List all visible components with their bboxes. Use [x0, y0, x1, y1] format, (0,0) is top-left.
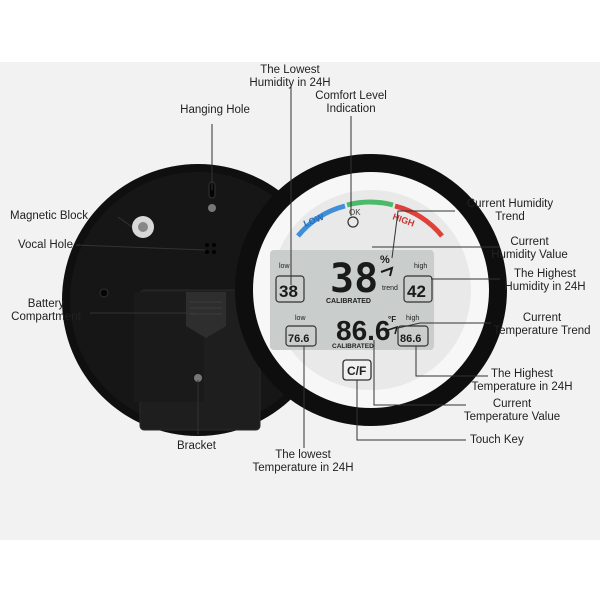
label-magnetic-block: Magnetic Block — [10, 210, 88, 222]
comfort-face-icon — [347, 216, 359, 228]
device-front: LOW OK HIGH 38 % trend CALIBRATED low 38… — [235, 154, 507, 426]
label-bracket: Bracket — [177, 440, 216, 452]
label-touch-key: Touch Key — [470, 434, 524, 446]
label-vocal-hole: Vocal Hole — [18, 239, 73, 251]
humidity-calibrated-label: CALIBRATED — [326, 298, 371, 305]
touch-key-button[interactable]: C/F — [342, 359, 372, 381]
temperature-highest-value: 86.6 — [400, 333, 421, 345]
temperature-high-label: high — [406, 315, 419, 322]
humidity-unit: % — [380, 254, 390, 266]
comfort-arc-ok — [346, 199, 394, 208]
humidity-trend-arrow-icon — [380, 266, 394, 277]
humidity-highest-value: 42 — [407, 282, 426, 301]
temperature-unit: °F — [388, 315, 396, 324]
comfort-arc-low — [296, 203, 346, 238]
current-temperature-value: 86.6 — [336, 315, 391, 346]
leader-lines — [75, 86, 500, 448]
touch-key-label: C/F — [347, 364, 366, 378]
lcd-panel — [270, 250, 434, 350]
comfort-ok-label: OK — [349, 208, 361, 217]
humidity-low-label: low — [279, 263, 290, 270]
humidity-trend-label: trend — [382, 285, 398, 292]
humidity-lowest-value: 38 — [279, 282, 298, 301]
bracket-screw-icon — [194, 374, 202, 382]
vocal-hole-icon — [205, 243, 209, 247]
current-humidity-value: 38 — [330, 256, 378, 302]
screw-icon — [208, 204, 216, 212]
label-hanging-hole: Hanging Hole — [180, 104, 250, 116]
temperature-lowest-value: 76.6 — [288, 333, 309, 345]
temperature-low-label: low — [295, 315, 306, 322]
temperature-trend-arrow-icon — [387, 325, 399, 335]
humidity-high-label: high — [414, 263, 427, 270]
temperature-calibrated-label: CALIBRATED — [332, 343, 374, 350]
comfort-arc-high — [394, 203, 444, 238]
battery-latch — [186, 292, 226, 338]
